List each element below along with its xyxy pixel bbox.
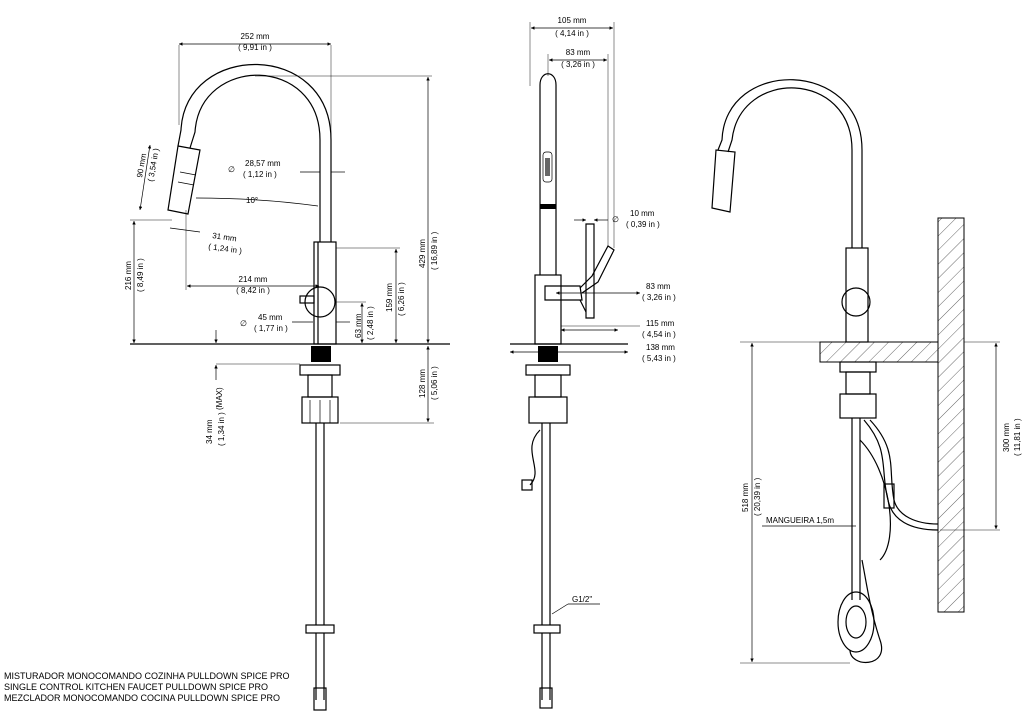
dim-head-len-in: ( 3,54 in ) [146, 147, 161, 182]
dim-lever-dia-in: ( 0,39 in ) [626, 220, 660, 229]
dim-side-overall-mm: 105 mm [558, 16, 587, 25]
front-body [299, 241, 337, 345]
dim-outlet-h-mm: 216 mm [124, 261, 133, 290]
dim-side-body-mm: 115 mm [646, 319, 675, 328]
dim-install-total-in: ( 20,39 in ) [753, 477, 762, 516]
dim-base-dia-in: ( 1,77 in ) [254, 324, 288, 333]
dim-spout-dia-in: ( 1,12 in ) [243, 170, 277, 179]
dim-side-body-in: ( 4,54 in ) [642, 330, 676, 339]
dim-total-h-mm: 429 mm [418, 239, 427, 268]
install-view: 518 mm ( 20,39 in ) MANGUEIRA 1,5m 300 m… [711, 79, 1022, 664]
dim-angle: 10° [246, 196, 258, 205]
side-lever-arm [579, 245, 615, 294]
dim-base-dia-mm: 45 mm [258, 313, 283, 322]
dim-side-overall-in: ( 4,14 in ) [555, 29, 589, 38]
side-view: 105 mm ( 4,14 in ) 83 mm ( 3,26 in ) ∅ 1… [510, 16, 676, 709]
dim-width-in: ( 9,91 in ) [238, 43, 272, 52]
dim-body-h-mm: 63 mm [354, 313, 363, 338]
side-mount-assembly [521, 364, 571, 709]
dim-side-base-in: ( 5,43 in ) [642, 354, 676, 363]
dim-side-top-in: ( 3,26 in ) [561, 60, 595, 69]
side-lever-hub [544, 285, 583, 301]
dim-lever-h-in: ( 6,26 in ) [397, 282, 406, 316]
front-view: 252 mm ( 9,91 in ) ∅ 28,57 mm ( 1,12 in … [124, 32, 450, 711]
dim-lever-len-in: ( 3,26 in ) [642, 293, 676, 302]
dim-shank-in: ( 5,06 in ) [430, 366, 439, 400]
title-es: MEZCLADOR MONOCOMANDO COCINA PULLDOWN SP… [4, 693, 280, 703]
dim-reach-mm: 214 mm [239, 275, 268, 284]
dim-deck-max-mm: 34 mm [205, 419, 214, 444]
front-lever-knob [304, 286, 336, 318]
dim-lever-dia-mm: 10 mm [630, 209, 655, 218]
front-thread-block [311, 346, 331, 362]
dim-shank-mm: 128 mm [418, 369, 427, 398]
dim-deck-max-note: (MAX) [215, 387, 224, 410]
dim-reach-in: ( 8,42 in ) [236, 286, 270, 295]
dim-head-dia-mm: 31 mm [212, 231, 238, 243]
dim-outlet-h-in: ( 8,49 in ) [136, 258, 145, 292]
side-spout [539, 73, 557, 275]
dim-lever-len-mm: 83 mm [646, 282, 671, 291]
title-pt: MISTURADOR MONOCOMANDO COZINHA PULLDOWN … [4, 671, 290, 681]
dim-spout-dia-mm: 28,57 mm [245, 159, 281, 168]
dim-base-dia-symbol: ∅ [240, 319, 247, 328]
install-under-counter [837, 361, 939, 663]
dim-wall-in: ( 11,81 in ) [1013, 418, 1022, 456]
title-en: SINGLE CONTROL KITCHEN FAUCET PULLDOWN S… [4, 682, 268, 692]
front-mount-assembly [299, 364, 341, 711]
install-faucet [711, 79, 871, 343]
dim-body-h-in: ( 2,48 in ) [366, 306, 375, 340]
dim-install-total-mm: 518 mm [741, 483, 750, 512]
install-counter [819, 341, 939, 363]
dim-head-len-mm: 90 mm [135, 152, 148, 178]
dim-width-mm: 252 mm [241, 32, 270, 41]
hose-label: MANGUEIRA 1,5m [766, 516, 834, 525]
dim-lever-dia-symbol: ∅ [612, 215, 619, 224]
dim-head-dia-in: ( 1,24 in ) [208, 242, 243, 256]
dim-lever-h-mm: 159 mm [385, 283, 394, 312]
dim-spout-dia-symbol: ∅ [228, 165, 235, 174]
dim-side-top-mm: 83 mm [566, 48, 591, 57]
dim-thread: G1/2" [572, 595, 592, 604]
front-spray-head [167, 145, 201, 215]
dim-wall-mm: 300 mm [1002, 423, 1011, 452]
dim-deck-max-in: ( 1,34 in ) [217, 412, 226, 446]
dim-side-base-mm: 138 mm [646, 343, 675, 352]
dim-total-h-in: ( 16,89 in ) [430, 231, 439, 270]
install-wall [937, 217, 965, 613]
front-spout [167, 63, 332, 242]
title-block: MISTURADOR MONOCOMANDO COZINHA PULLDOWN … [4, 671, 290, 703]
